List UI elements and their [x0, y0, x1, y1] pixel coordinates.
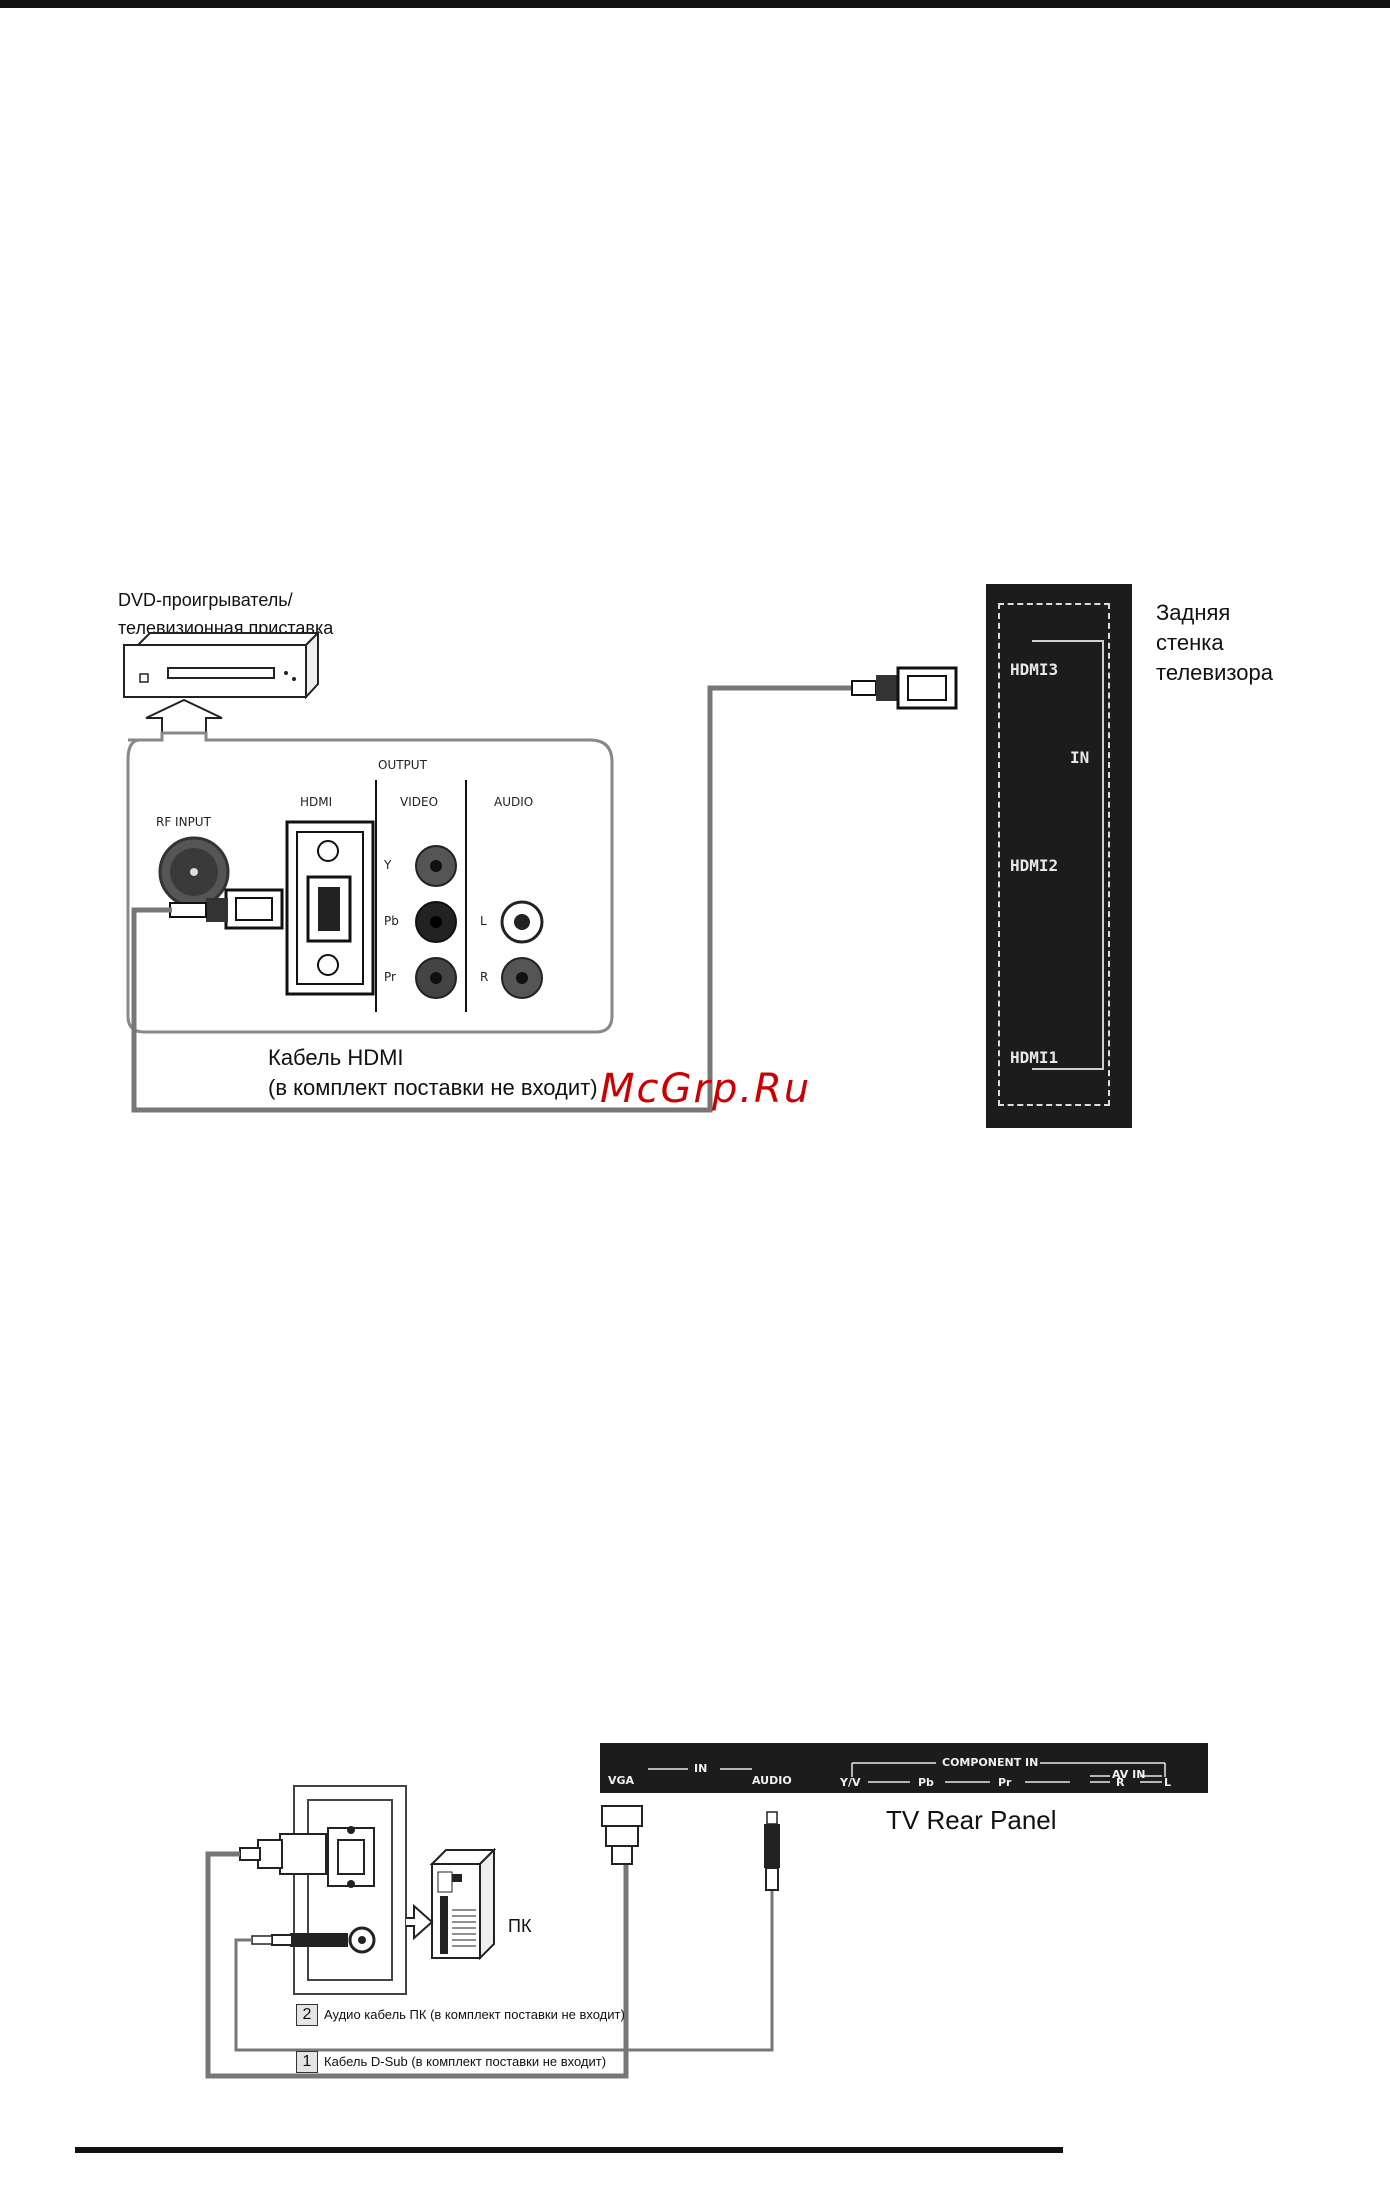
device-y-label: Y: [384, 858, 392, 872]
rear-vga-label: VGA: [608, 1774, 635, 1787]
rear-component-in-label: COMPONENT IN: [942, 1756, 1039, 1769]
hdmi-diagram-graphics: [123, 630, 958, 1113]
rear-audio-label: AUDIO: [752, 1774, 792, 1787]
tv-hdmi3-label: HDMI3: [1010, 660, 1059, 679]
device-rf-input-label: RF INPUT: [156, 815, 211, 829]
tv-rear-panel-title: TV Rear Panel: [886, 1805, 1057, 1835]
pc-label: ПК: [508, 1916, 532, 1936]
tv-panel-dashed-border: [998, 603, 1110, 1106]
rear-in-label: IN: [694, 1762, 708, 1775]
tv-hdmi2-label: HDMI2: [1010, 856, 1059, 875]
dvd-player-icon: [123, 630, 321, 700]
tv-rear-panel-strip: [600, 1743, 1208, 1793]
device-l-label: L: [480, 914, 487, 928]
rear-av-in-label: AV IN: [1112, 1768, 1146, 1781]
pc-tower-icon: [429, 1847, 497, 1961]
rear-l-label: L: [1164, 1776, 1172, 1789]
bottom-rule: [75, 2147, 1063, 2153]
pc-audio-cable: [234, 1890, 774, 2052]
device-pr-label: Pr: [384, 970, 396, 984]
cable-number-2: 2: [296, 2004, 318, 2026]
device-output-label: OUTPUT: [378, 758, 427, 772]
device-hdmi-label: HDMI: [300, 795, 333, 809]
device-audio-label: AUDIO: [494, 795, 534, 809]
cable-label-audio: Аудио кабель ПК (в комплект поставки не …: [324, 2007, 625, 2022]
rear-r-label: R: [1116, 1776, 1125, 1789]
up-arrow-icon: [145, 698, 223, 733]
hdmi-cable: [131, 685, 852, 1113]
cable-number-1: 1: [296, 2051, 318, 2073]
device-r-label: R: [480, 970, 489, 984]
hdmi-cable-label: Кабель HDMI (в комплект поставки не вход…: [268, 1045, 598, 1100]
rear-pb-label: Pb: [918, 1776, 934, 1789]
rear-pr-label: Pr: [998, 1776, 1012, 1789]
cable-label-dsub: Кабель D-Sub (в комплект поставки не вхо…: [324, 2054, 607, 2069]
watermark: McGrp.Ru: [600, 1066, 812, 1112]
device-pb-label: Pb: [384, 914, 399, 928]
top-rule: [0, 0, 1390, 8]
tv-hdmi1-label: HDMI1: [1010, 1048, 1059, 1067]
device-video-label: VIDEO: [400, 795, 439, 809]
tv-label: Задняя стенка телевизора: [1156, 600, 1273, 685]
d-sub-cable: [205, 1851, 629, 2079]
tv-panel-bracket: [1032, 640, 1104, 1070]
tv-in-label: IN: [1070, 748, 1090, 767]
right-arrow-icon: [406, 1903, 434, 1941]
tv-rear-panel: [986, 584, 1132, 1128]
rear-yv-label: Y/V: [840, 1776, 861, 1789]
